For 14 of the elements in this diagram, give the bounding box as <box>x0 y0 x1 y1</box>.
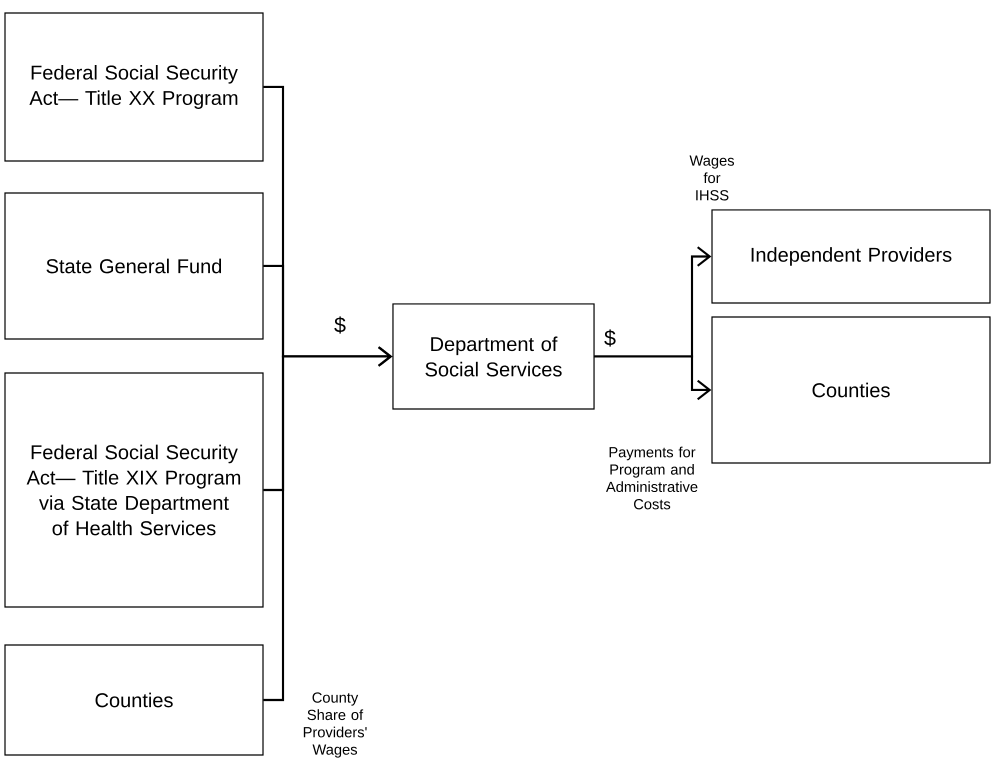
process-box: Federal Social Security Act— Title XIX Program via State Department of Health Services <box>4 372 264 608</box>
process-box: Independent Providers <box>711 209 991 304</box>
edge-label: Wages for IHSS <box>690 156 734 200</box>
edge-label: County Share of Providers' Wages <box>304 692 367 758</box>
process-box: Federal Social Security Act— Title XX Program <box>4 12 264 162</box>
process-box: State General Fund <box>4 192 264 340</box>
edge-label: Payments for Program and Administrative Costs <box>606 446 698 510</box>
process-box: Counties <box>4 644 264 756</box>
dollar-sign: $ <box>604 329 616 347</box>
process-box: Department of Social Services <box>392 303 595 410</box>
dollar-sign: $ <box>334 316 346 334</box>
arrow <box>264 346 392 702</box>
process-box: Counties <box>711 316 991 464</box>
arrow <box>594 355 712 400</box>
